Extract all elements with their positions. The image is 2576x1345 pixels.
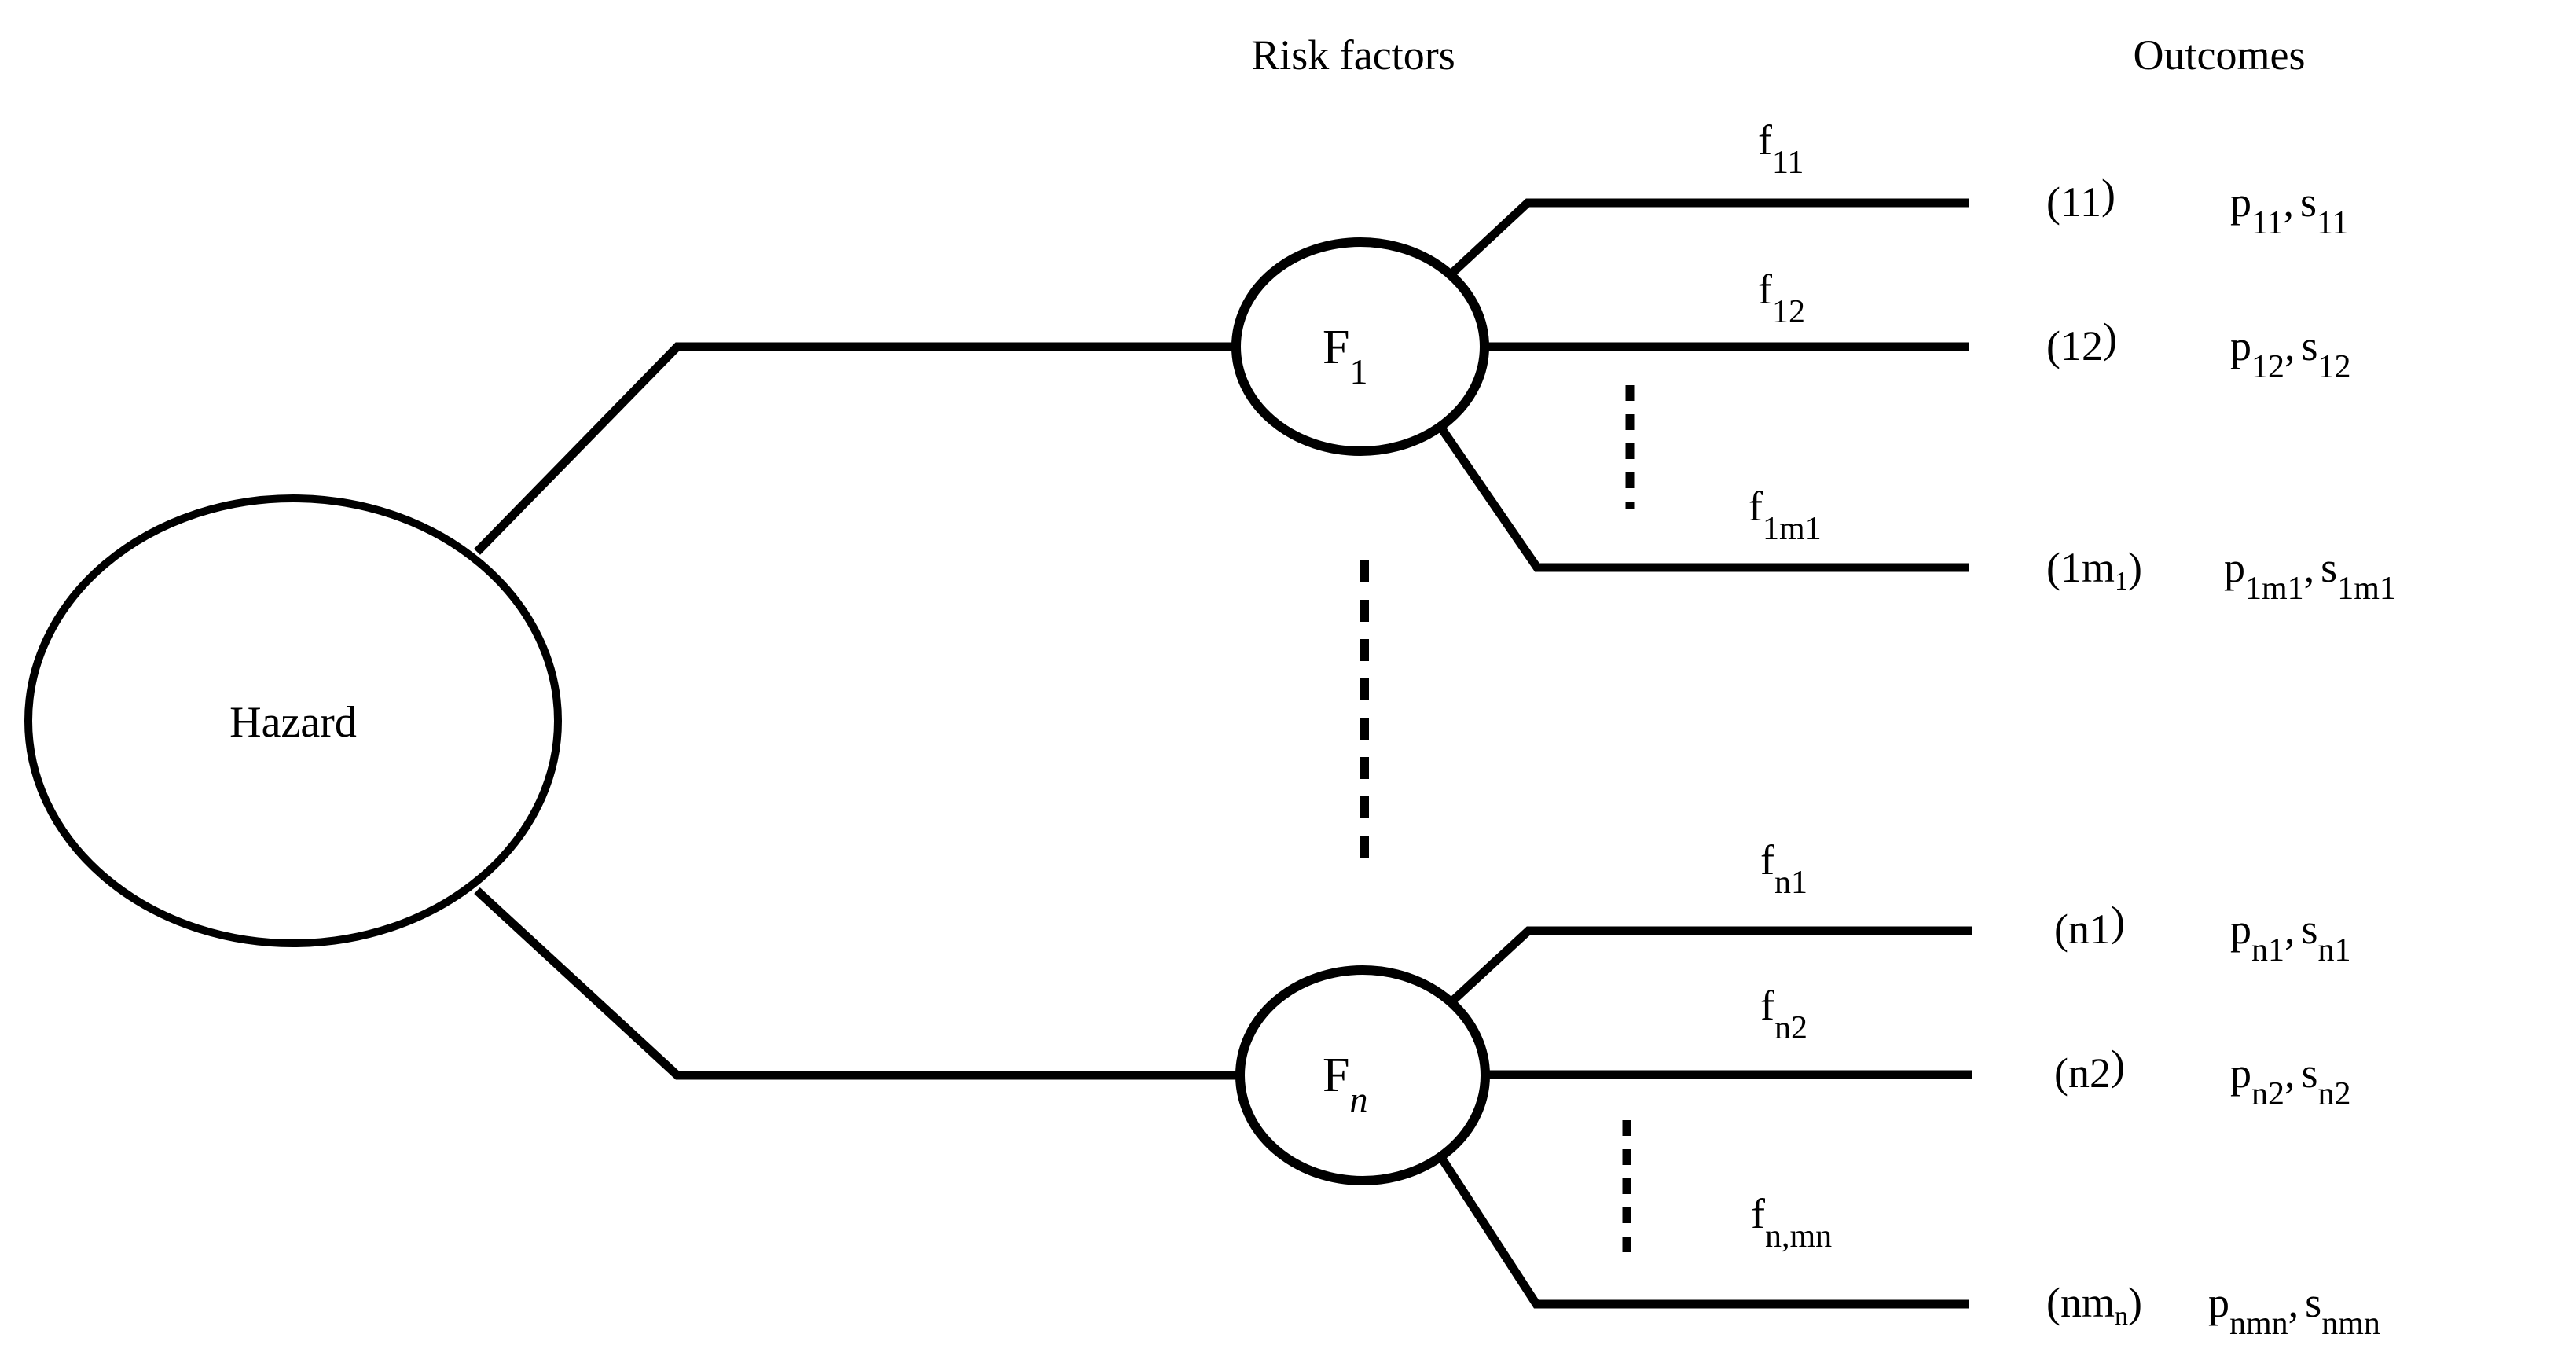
branch-label-f1m1-main: f [1749,483,1763,530]
outcome-value-1m1: p1m1,s1m1 [2224,544,2396,607]
factor-f1-label-sub: 1 [1349,351,1367,391]
outcome-tag-1m1: (1m1) [2046,544,2142,596]
outcome-value-11: p11,s11 [2230,178,2348,241]
outcome-tag-12: (12) [2046,314,2117,369]
outcome-value-1m1-s: s [2321,544,2337,591]
outcome-tag-n1-pre: (n1 [2054,906,2111,953]
outcome-value-n1: pn1,sn1 [2230,906,2351,968]
outcome-tag-1m1-pre: (1m [2046,544,2115,591]
outcome-tag-12-pre: (12 [2046,322,2103,369]
branch-label-fn2: fn2 [1760,982,1807,1046]
outcome-value-nmn-ssub: nmn [2321,1306,2380,1342]
hazard-node [24,494,562,947]
edge-fn-branch-n1 [1411,926,1972,1040]
outcomes-header: Outcomes [2134,31,2306,79]
outcome-value-1m1-comma: , [2304,544,2315,591]
outcome-value-12: p12,s12 [2230,322,2351,385]
outcome-tag-11: (11) [2046,171,2115,226]
outcome-value-11-p: p [2230,178,2251,226]
outcome-value-n1-psub: n1 [2251,932,2284,968]
outcome-value-nmn-psub: nmn [2229,1306,2288,1342]
branch-label-fn1-sub: n1 [1774,865,1807,901]
outcome-value-11-ssub: 11 [2317,205,2348,241]
outcome-value-n2-p: p [2230,1049,2251,1097]
outcome-value-12-ssub: 12 [2318,349,2351,385]
edge-hazard-to-f1 [474,342,1242,555]
outcome-value-12-p: p [2230,322,2251,369]
branch-label-f12: f12 [1758,266,1805,330]
branch-label-fnmn-sub: n,mn [1765,1218,1832,1255]
edge-f1-branch-11 [1411,198,1969,312]
outcome-value-nmn: pnmn,snmn [2208,1279,2380,1342]
outcome-tag-nmn-post: ) [2128,1279,2142,1326]
outcome-value-n2-psub: n2 [2251,1076,2284,1112]
outcome-value-n2-comma: , [2284,1049,2295,1097]
factor-f1-node [1231,237,1489,456]
outcome-value-n1-comma: , [2284,906,2295,953]
factor-fn-label-sub: n [1349,1079,1367,1119]
branch-label-fnmn-main: f [1751,1190,1765,1237]
branch-label-fnmn: fn,mn [1751,1190,1832,1255]
branch-label-f1m1-sub: 1m1 [1763,511,1822,547]
branch-label-f1m1: f1m1 [1749,483,1822,547]
hazard-label: Hazard [229,698,357,747]
outcome-value-n2-ssub: n2 [2318,1076,2351,1112]
outcome-tag-n2-pre: (n2 [2054,1049,2111,1097]
branch-label-fn1: fn1 [1760,836,1807,901]
outcome-value-nmn-s: s [2305,1279,2321,1326]
factor-fn-node [1235,965,1490,1185]
outcome-tag-n2: (n2) [2054,1042,2125,1097]
outcome-tag-n1-post: ) [2111,898,2125,945]
outcome-tag-11-post: ) [2101,171,2115,218]
outcome-value-11-psub: 11 [2251,205,2283,241]
outcome-tag-nmn-sub: n [2115,1302,2128,1331]
outcome-value-11-s: s [2300,178,2317,226]
outcome-tag-n1: (n1) [2054,898,2125,953]
outcome-tag-12-post: ) [2103,314,2117,362]
factor-fn-label-main: F [1323,1049,1349,1102]
branch-label-fn1-main: f [1760,836,1774,884]
branch-label-f11-main: f [1758,116,1772,164]
outcome-tag-nmn-pre: (nm [2046,1279,2115,1326]
edge-f1-branch-1m1 [1411,386,1969,572]
branch-label-f11: f11 [1758,116,1804,181]
edge-fn-branch-nmn [1411,1114,1969,1309]
branch-label-f11-sub: 11 [1772,145,1804,181]
factor-f1-label: F1 [1323,321,1367,391]
outcome-value-12-psub: 12 [2251,349,2284,385]
outcome-value-n2: pn2,sn2 [2230,1049,2351,1112]
outcome-value-n2-s: s [2302,1049,2318,1097]
outcome-value-nmn-p: p [2208,1279,2229,1326]
outcome-tag-11-pre: (11 [2046,178,2101,226]
branch-label-f12-main: f [1758,266,1772,313]
outcome-value-nmn-comma: , [2288,1279,2299,1326]
outcome-tag-n2-post: ) [2111,1042,2125,1089]
outcome-value-n1-p: p [2230,906,2251,953]
outcome-value-1m1-p: p [2224,544,2245,591]
outcome-value-n1-ssub: n1 [2318,932,2351,968]
outcome-value-11-comma: , [2283,178,2294,226]
risk-factors-header: Risk factors [1251,31,1455,79]
branch-label-f12-sub: 12 [1772,294,1805,330]
factor-fn-label: Fn [1323,1049,1367,1119]
edge-hazard-to-fn [474,887,1246,1080]
outcome-tag-1m1-sub: 1 [2115,567,2128,596]
outcome-tag-nmn: (nmn) [2046,1279,2142,1331]
factor-f1-label-main: F [1323,321,1349,374]
branch-label-fn2-sub: n2 [1774,1010,1807,1046]
outcome-tag-1m1-post: ) [2128,544,2142,591]
branch-label-fn2-main: f [1760,982,1774,1029]
outcome-value-1m1-ssub: 1m1 [2337,571,2396,607]
outcome-value-12-comma: , [2284,322,2295,369]
outcome-value-1m1-psub: 1m1 [2245,571,2304,607]
outcome-value-n1-s: s [2302,906,2318,953]
outcome-value-12-s: s [2302,322,2318,369]
